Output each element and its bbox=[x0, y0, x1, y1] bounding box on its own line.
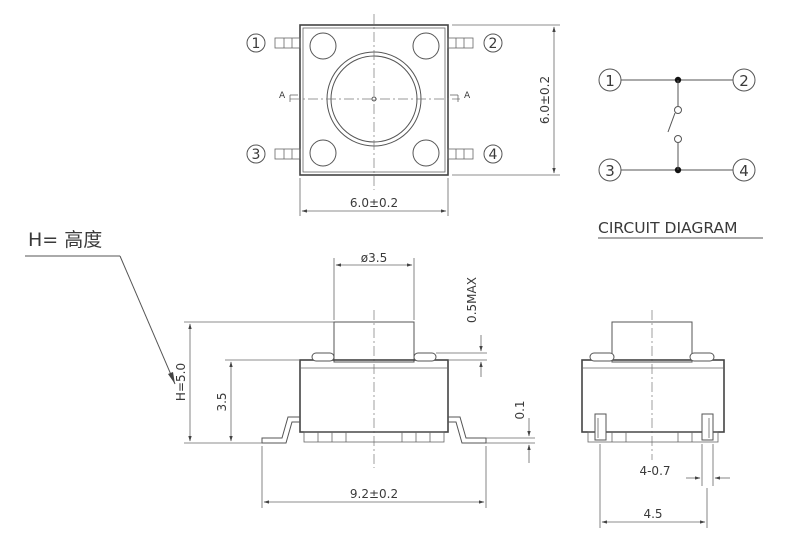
pin-1-label: 1 bbox=[246, 33, 266, 53]
diameter-dim: ø3.5 bbox=[361, 251, 387, 265]
stem bbox=[333, 321, 415, 363]
body-height-dim: 3.5 bbox=[215, 392, 229, 411]
corner-circle-tl bbox=[309, 32, 337, 60]
circuit-pin-4: 4 bbox=[732, 158, 756, 182]
h-dim: H=5.0 bbox=[174, 363, 188, 401]
pin-2-label: 2 bbox=[483, 33, 503, 53]
lead-right bbox=[448, 416, 487, 444]
height-note-text: H= 高度 bbox=[28, 229, 102, 251]
svg-text:3: 3 bbox=[605, 162, 615, 180]
lead-dim: 0.1 bbox=[513, 400, 527, 419]
svg-text:1: 1 bbox=[605, 72, 615, 90]
height-note: H= 高度 bbox=[25, 229, 176, 385]
svg-text:1: 1 bbox=[252, 36, 261, 52]
switch-contact bbox=[667, 112, 676, 133]
side-width-dim: 9.2±0.2 bbox=[350, 487, 398, 501]
pin-pitch-dim: 4.5 bbox=[643, 507, 662, 521]
lead-left bbox=[261, 416, 300, 444]
top-width-dim: 6.0±0.2 bbox=[350, 196, 398, 210]
section-mark-right: A bbox=[464, 91, 471, 101]
svg-text:4: 4 bbox=[739, 162, 749, 180]
circuit-pin-2: 2 bbox=[732, 68, 756, 92]
svg-text:4: 4 bbox=[489, 147, 498, 163]
end-stem bbox=[611, 321, 693, 363]
pin-width-dim: 4-0.7 bbox=[639, 464, 670, 478]
top-body-outline bbox=[299, 24, 449, 176]
circuit-pin-1: 1 bbox=[598, 68, 622, 92]
max-dim: 0.5MAX bbox=[465, 277, 479, 323]
top-height-dim: 6.0±0.2 bbox=[538, 76, 552, 124]
circuit-title: CIRCUIT DIAGRAM bbox=[598, 219, 738, 237]
svg-text:3: 3 bbox=[252, 147, 261, 163]
circuit-pin-3: 3 bbox=[598, 158, 622, 182]
corner-circle-tr bbox=[412, 32, 440, 60]
pin-3-label: 3 bbox=[246, 144, 266, 164]
svg-text:2: 2 bbox=[489, 36, 498, 52]
svg-text:2: 2 bbox=[739, 72, 749, 90]
end-view: 4-0.7 4.5 bbox=[581, 310, 730, 528]
pin-4-label: 4 bbox=[483, 144, 503, 164]
top-view: A A 1 2 3 4 bbox=[246, 14, 560, 216]
corner-circle-bl bbox=[309, 139, 337, 167]
circuit-diagram: 1 2 3 4 CIRCUIT DIAGRAM bbox=[598, 68, 763, 239]
side-view: ø3.5 0.5MAX H=5.0 3.5 0.1 9.2±0.2 bbox=[174, 251, 535, 508]
corner-circle-br bbox=[412, 139, 440, 167]
section-mark-left: A bbox=[279, 91, 286, 101]
